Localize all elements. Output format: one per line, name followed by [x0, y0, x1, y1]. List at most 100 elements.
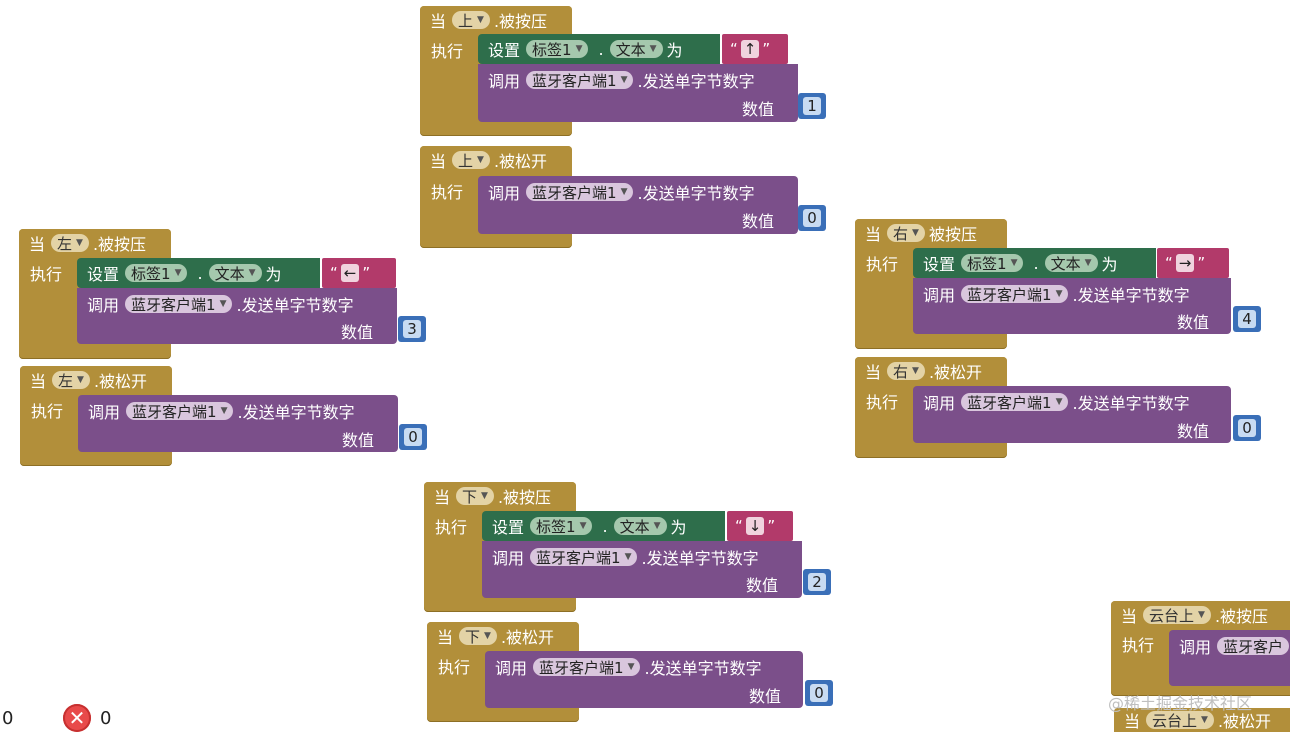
event-name: .被按压: [497, 488, 552, 507]
component-dropdown[interactable]: 标签1▼: [125, 264, 188, 283]
event-header: 当 左▼ .被松开: [20, 366, 172, 394]
arg-label: 数值: [746, 576, 779, 595]
call-send-byte-block[interactable]: 调用 蓝牙客户端1▼ .发送单字节数字 数值: [913, 386, 1231, 443]
arg-label: 数值: [742, 100, 775, 119]
call-send-byte-block[interactable]: 调用 蓝牙客户端1▼ .发送单字节数字 数值: [482, 541, 802, 598]
chevron-down-icon: ▼: [620, 75, 628, 85]
call-send-byte-block[interactable]: 调用 蓝牙客户端1▼ .发送单字节数字 数值: [478, 64, 798, 122]
error-icon[interactable]: ✕: [63, 704, 91, 732]
text-string-block[interactable]: “↓”: [727, 511, 793, 541]
component-dropdown[interactable]: 蓝牙客户端1▼: [533, 658, 641, 677]
method-name: .发送单字节数字: [1072, 394, 1190, 413]
do-keyword: 执行: [30, 265, 63, 284]
chevron-down-icon: ▼: [579, 521, 587, 531]
button-dropdown[interactable]: 下▼: [456, 487, 494, 506]
method-name: .发送单字节数字: [637, 72, 755, 91]
component-dropdown[interactable]: 蓝牙客户端1▼: [126, 402, 234, 421]
number-block[interactable]: 1: [798, 93, 826, 119]
method-name: .发送单字节数字: [237, 403, 355, 422]
text-value[interactable]: →: [1175, 254, 1195, 272]
do-keyword: 执行: [431, 42, 464, 61]
number-value[interactable]: 4: [1238, 310, 1256, 328]
event-ptz-up-released[interactable]: 当 云台上▼ .被松开: [1114, 708, 1290, 732]
chevron-down-icon: ▼: [624, 552, 632, 562]
button-dropdown[interactable]: 左▼: [51, 234, 89, 253]
call-send-byte-block[interactable]: 调用 蓝牙客户端1▼ .发送单字节数字 数值: [77, 288, 397, 344]
chevron-down-icon: ▼: [477, 155, 484, 165]
number-value[interactable]: 0: [404, 428, 422, 446]
button-dropdown[interactable]: 下▼: [459, 627, 497, 646]
set-label-block[interactable]: 设置 标签1▼ . 文本▼ 为: [77, 258, 320, 288]
call-send-byte-block[interactable]: 调用 蓝牙客户: [1169, 630, 1290, 686]
chevron-down-icon: ▼: [1084, 258, 1092, 268]
property-dropdown[interactable]: 文本▼: [208, 264, 262, 283]
number-block[interactable]: 0: [805, 680, 833, 706]
when-keyword: 当: [430, 12, 447, 31]
chevron-down-icon: ▼: [912, 228, 919, 238]
number-value[interactable]: 0: [810, 684, 828, 702]
property-dropdown[interactable]: 文本▼: [609, 40, 663, 59]
number-value[interactable]: 0: [1238, 419, 1256, 437]
number-block[interactable]: 0: [798, 205, 826, 231]
component-dropdown[interactable]: 蓝牙客户端1▼: [526, 183, 634, 202]
button-dropdown[interactable]: 云台上▼: [1146, 711, 1214, 730]
text-value[interactable]: ←: [340, 264, 360, 282]
component-dropdown[interactable]: 标签1▼: [526, 40, 589, 59]
button-dropdown[interactable]: 右▼: [887, 362, 925, 381]
number-block[interactable]: 4: [1233, 306, 1261, 332]
chevron-down-icon: ▼: [77, 375, 84, 385]
component-dropdown[interactable]: 标签1▼: [961, 254, 1024, 273]
number-value[interactable]: 3: [403, 320, 421, 338]
text-string-block[interactable]: “←”: [322, 258, 396, 288]
component-dropdown[interactable]: 蓝牙客户端1▼: [125, 295, 233, 314]
number-block[interactable]: 3: [398, 316, 426, 342]
arg-label: 数值: [341, 323, 374, 342]
component-dropdown[interactable]: 标签1▼: [530, 517, 593, 536]
component-dropdown[interactable]: 蓝牙客户: [1217, 637, 1290, 656]
call-send-byte-block[interactable]: 调用 蓝牙客户端1▼ .发送单字节数字 数值: [913, 278, 1231, 334]
call-send-byte-block[interactable]: 调用 蓝牙客户端1▼ .发送单字节数字 数值: [78, 395, 398, 452]
number-block[interactable]: 2: [803, 569, 831, 595]
text-string-block[interactable]: “→”: [1157, 248, 1229, 278]
text-value[interactable]: ↑: [740, 40, 760, 58]
call-send-byte-block[interactable]: 调用 蓝牙客户端1▼ .发送单字节数字 数值: [485, 651, 803, 708]
set-label-block[interactable]: 设置 标签1▼ . 文本▼ 为: [482, 511, 725, 541]
button-dropdown[interactable]: 上▼: [452, 11, 490, 30]
chevron-down-icon: ▼: [220, 406, 228, 416]
text-string-block[interactable]: “↑”: [722, 34, 788, 64]
event-name: .被松开: [500, 628, 555, 647]
do-keyword: 执行: [435, 518, 468, 537]
chevron-down-icon: ▼: [620, 187, 628, 197]
component-dropdown[interactable]: 蓝牙客户端1▼: [526, 71, 634, 90]
event-header: 当 上▼ .被松开: [420, 146, 572, 174]
set-label-block[interactable]: 设置 标签1▼ . 文本▼ 为: [478, 34, 720, 64]
event-header: 当 下▼ .被松开: [427, 622, 579, 650]
chevron-down-icon: ▼: [575, 44, 583, 54]
event-name: .被按压: [92, 235, 147, 254]
number-block[interactable]: 0: [1233, 415, 1261, 441]
chevron-down-icon: ▼: [219, 299, 227, 309]
event-name: .被按压: [493, 12, 548, 31]
number-value[interactable]: 1: [803, 97, 821, 115]
component-dropdown[interactable]: 蓝牙客户端1▼: [961, 285, 1069, 304]
chevron-down-icon: ▼: [76, 238, 83, 248]
button-dropdown[interactable]: 右▼: [887, 224, 925, 243]
button-dropdown[interactable]: 上▼: [452, 151, 490, 170]
call-send-byte-block[interactable]: 调用 蓝牙客户端1▼ .发送单字节数字 数值: [478, 176, 798, 234]
set-label-block[interactable]: 设置 标签1▼ . 文本▼ 为: [913, 248, 1156, 278]
event-header: 当 下▼ .被按压: [424, 482, 576, 510]
property-dropdown[interactable]: 文本▼: [613, 517, 667, 536]
button-dropdown[interactable]: 左▼: [52, 371, 90, 390]
chevron-down-icon: ▼: [912, 366, 919, 376]
number-block[interactable]: 0: [399, 424, 427, 450]
number-value[interactable]: 2: [808, 573, 826, 591]
button-dropdown[interactable]: 云台上▼: [1143, 606, 1211, 625]
number-value[interactable]: 0: [803, 209, 821, 227]
event-name: .被松开: [493, 152, 548, 171]
chevron-down-icon: ▼: [653, 521, 661, 531]
component-dropdown[interactable]: 蓝牙客户端1▼: [961, 393, 1069, 412]
text-value[interactable]: ↓: [745, 517, 765, 535]
component-dropdown[interactable]: 蓝牙客户端1▼: [530, 548, 638, 567]
property-dropdown[interactable]: 文本▼: [1044, 254, 1098, 273]
chevron-down-icon: ▼: [627, 662, 635, 672]
